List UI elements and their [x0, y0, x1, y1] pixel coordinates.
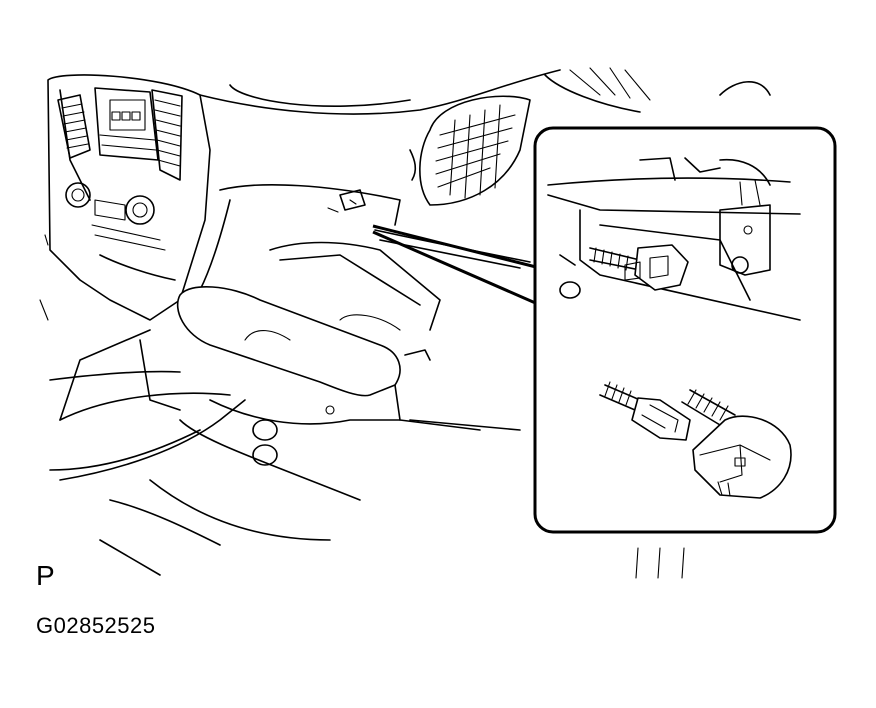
passenger-vent: [419, 95, 531, 206]
climate-controls: [65, 182, 176, 281]
center-vent-right: [151, 89, 183, 181]
inset-mounted-connector: [547, 157, 801, 321]
view-label: P: [36, 560, 55, 591]
figure-id: G02852525: [36, 613, 156, 638]
inset-connector-pair: [599, 381, 792, 499]
radio-unit: [94, 87, 159, 161]
inset-detail: [533, 126, 837, 534]
leader-lines: [372, 224, 541, 307]
glovebox-lid: [176, 286, 401, 397]
center-vent-left: [57, 94, 91, 159]
